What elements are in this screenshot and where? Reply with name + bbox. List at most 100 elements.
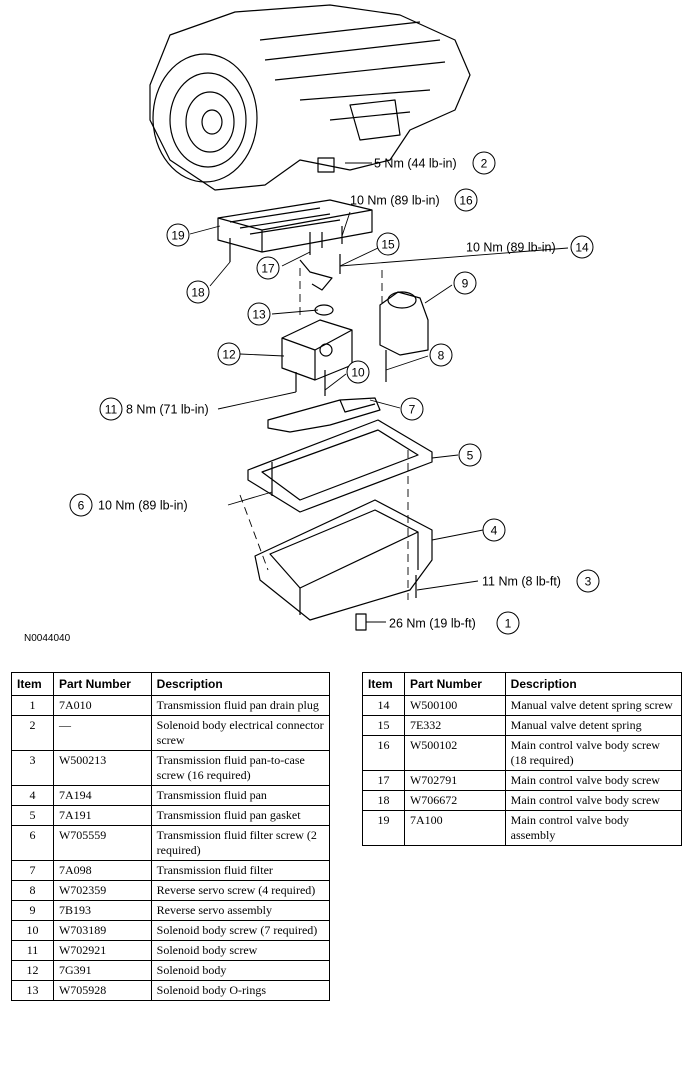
pan-gasket [247, 419, 433, 513]
torque-label-2: 5 Nm (44 lb-in) [374, 157, 457, 171]
cell-part-number: W705559 [52, 825, 152, 861]
callout-circle-11 [99, 397, 123, 421]
cell-description: Solenoid body [150, 960, 331, 981]
callout-circle-4 [482, 518, 506, 542]
cell-description: Reverse servo screw (4 required) [150, 880, 331, 901]
callout-number-9: 9 [462, 277, 469, 291]
header-item: Item [362, 672, 405, 696]
cell-item: 4 [11, 785, 54, 806]
table-row: 2—Solenoid body electrical connector scr… [11, 715, 331, 751]
cell-item: 3 [11, 750, 54, 786]
header-description: Description [504, 672, 683, 696]
header-item: Item [11, 672, 54, 696]
callout-number-14: 14 [575, 241, 589, 255]
cell-item: 11 [11, 940, 54, 961]
cell-item: 16 [362, 735, 405, 771]
torque-label-6: 10 Nm (89 lb-in) [98, 499, 188, 513]
cell-part-number: W702359 [52, 880, 152, 901]
cell-part-number: W500213 [52, 750, 152, 786]
torque-label-3: 11 Nm (8 lb-ft) [482, 575, 561, 589]
callout-number-4: 4 [491, 524, 498, 538]
callout-number-6: 6 [78, 499, 85, 513]
cell-part-number: W702791 [403, 770, 506, 791]
cell-part-number: 7E332 [403, 715, 506, 736]
fluid-pan [254, 499, 433, 631]
cell-description: Transmission fluid pan gasket [150, 805, 331, 826]
fluid-filter [267, 397, 381, 433]
cell-item: 8 [11, 880, 54, 901]
cell-part-number: 7A098 [52, 860, 152, 881]
cell-part-number: W706672 [403, 790, 506, 811]
callout-circle-19 [166, 223, 190, 247]
cell-description: Main control valve body screw [504, 790, 683, 811]
cell-part-number: 7A010 [52, 695, 152, 716]
callout-circle-6 [69, 493, 93, 517]
transmission-case [149, 4, 471, 191]
cell-description: Manual valve detent spring screw [504, 695, 683, 716]
callout-circle-13 [247, 302, 271, 326]
callout-number-3: 3 [585, 575, 592, 589]
callout-number-2: 2 [481, 157, 488, 171]
callout-number-10: 10 [351, 366, 365, 380]
cell-description: Main control valve body screw (18 requir… [504, 735, 683, 771]
cell-item: 7 [11, 860, 54, 881]
table-header-row: Item Part Number Description [362, 672, 683, 696]
cell-item: 12 [11, 960, 54, 981]
cell-part-number: 7A194 [52, 785, 152, 806]
cell-part-number: W500102 [403, 735, 506, 771]
callout-circle-5 [458, 443, 482, 467]
callout-number-5: 5 [467, 449, 474, 463]
callout-circle-17 [256, 256, 280, 280]
cell-item: 6 [11, 825, 54, 861]
cell-description: Solenoid body screw (7 required) [150, 920, 331, 941]
cell-item: 14 [362, 695, 405, 716]
callout-circle-1 [496, 611, 520, 635]
callout-circle-12 [217, 342, 241, 366]
cell-item: 10 [11, 920, 54, 941]
callout-number-12: 12 [222, 348, 236, 362]
callout-number-17: 17 [261, 262, 275, 276]
torque-label-1: 26 Nm (19 lb-ft) [389, 617, 476, 631]
callout-circle-3 [576, 569, 600, 593]
cell-item: 2 [11, 715, 54, 751]
callout-circle-7 [400, 397, 424, 421]
cell-part-number: W705928 [52, 980, 152, 1001]
cell-item: 13 [11, 980, 54, 1001]
main-control-valve-body [217, 199, 373, 262]
cell-part-number: W703189 [52, 920, 152, 941]
callout-number-16: 16 [459, 194, 473, 208]
leader-lines [189, 162, 569, 623]
cell-description: Solenoid body O-rings [150, 980, 331, 1001]
table-header-row: Item Part Number Description [11, 672, 331, 696]
cell-part-number: — [52, 715, 152, 751]
cell-description: Manual valve detent spring [504, 715, 683, 736]
cell-part-number: 7G391 [52, 960, 152, 981]
cell-item: 18 [362, 790, 405, 811]
callout-number-19: 19 [171, 229, 185, 243]
reverse-servo [379, 291, 429, 382]
callout-number-18: 18 [191, 286, 205, 300]
cell-item: 19 [362, 810, 405, 846]
callout-circle-18 [186, 280, 210, 304]
callout-circle-2 [472, 151, 496, 175]
callout-number-11: 11 [105, 403, 118, 417]
cell-description: Solenoid body screw [150, 940, 331, 961]
cell-description: Main control valve body assembly [504, 810, 683, 846]
cell-part-number: W500100 [403, 695, 506, 716]
